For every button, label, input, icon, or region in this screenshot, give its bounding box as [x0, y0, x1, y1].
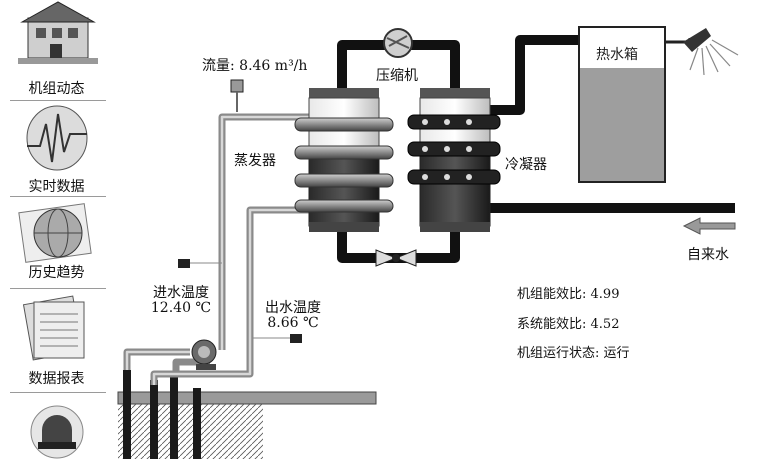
unit-status-readout: 机组运行状态: 运行	[517, 342, 630, 361]
waveform-icon	[26, 105, 88, 171]
compressor-label: 压缩机	[376, 68, 418, 84]
report-icon	[22, 295, 85, 361]
house-icon	[18, 1, 98, 64]
evaporator	[294, 88, 394, 232]
sidebar-item-data-report[interactable]: 数据报表	[0, 292, 113, 387]
unit-cop-label: 机组能效比:	[517, 287, 587, 302]
sidebar-item-label: 机组动态	[28, 81, 85, 97]
hot-water-tank	[578, 26, 666, 183]
sidebar-nav: 机组动态 实时数据 历史趋势 数据报表	[0, 0, 113, 459]
shower-head	[683, 28, 711, 52]
inlet-temp-value: 12.40 ℃	[150, 300, 212, 316]
well-pipe	[170, 372, 178, 459]
sidebar-item-unit-status[interactable]: 机组动态	[0, 0, 113, 97]
hot-water-tank-label: 热水箱	[596, 47, 638, 63]
unit-cop-value: 4.99	[590, 287, 620, 302]
hot-water-pipe	[490, 35, 580, 115]
sidebar-item-history-trend[interactable]: 历史趋势	[0, 200, 113, 290]
unit-status-value: 运行	[603, 346, 630, 361]
expansion-valve	[375, 249, 398, 267]
tap-water-arrow	[682, 217, 736, 235]
sidebar-item-alarm[interactable]	[0, 396, 113, 459]
ground-soil	[118, 404, 263, 459]
well-pipe	[150, 380, 158, 459]
unit-cop-readout: 机组能效比: 4.99	[517, 283, 619, 302]
tap-water-label: 自来水	[687, 247, 729, 263]
system-cop-readout: 系统能效比: 4.52	[517, 313, 619, 332]
inlet-temp-label: 进水温度	[153, 285, 209, 301]
condenser	[407, 88, 501, 232]
sidebar-item-label: 数据报表	[28, 371, 85, 387]
system-cop-label: 系统能效比:	[517, 317, 587, 332]
sidebar-item-realtime-data[interactable]: 实时数据	[0, 104, 113, 195]
outlet-temp-sensor	[290, 334, 302, 343]
inlet-temp-sensor	[178, 259, 190, 268]
sidebar-item-label: 历史趋势	[28, 265, 85, 281]
outlet-temp-value: 8.66 ℃	[267, 315, 319, 331]
alarm-light-icon	[30, 405, 84, 459]
system-cop-value: 4.52	[590, 317, 620, 332]
refrigerant-pipe-bottom	[337, 228, 460, 263]
evaporator-label: 蒸发器	[234, 153, 276, 169]
flow-meter	[230, 79, 244, 93]
flow-label: 流量: 8.46 m³/h	[202, 58, 308, 74]
sidebar-item-label: 实时数据	[28, 179, 85, 195]
globe-icon	[18, 203, 92, 263]
outlet-temp-label: 出水温度	[265, 300, 321, 316]
well-pipe	[123, 370, 131, 459]
well-pipe	[193, 388, 201, 459]
condenser-label: 冷凝器	[505, 157, 547, 173]
unit-status-label: 机组运行状态:	[517, 346, 600, 361]
